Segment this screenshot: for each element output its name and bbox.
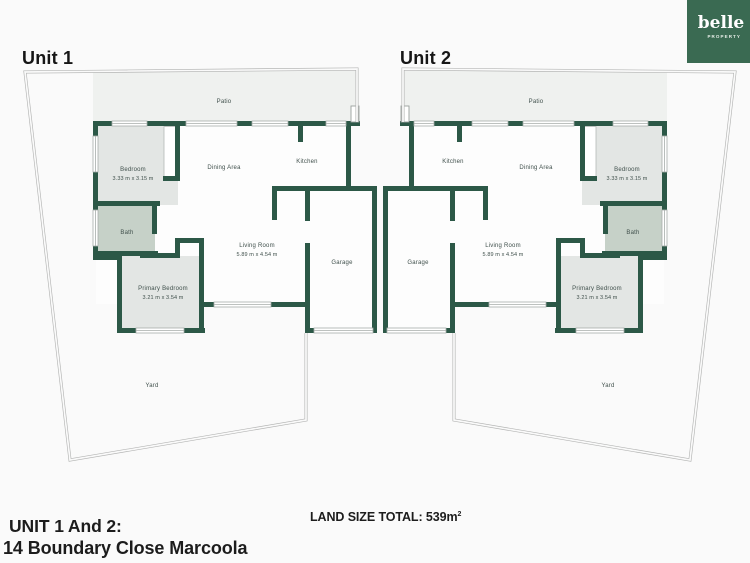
label-garage-unit1: Garage	[331, 260, 353, 267]
label-living-unit1: Living Room 5.89 m x 4.54 m	[237, 243, 278, 259]
living-dimensions: 5.89 m x 4.54 m	[482, 252, 524, 259]
unit2-plan-geometry	[381, 67, 737, 462]
unit2-title: Unit 2	[400, 48, 452, 68]
land-size-total: LAND SIZE TOTAL: 539m2	[310, 510, 461, 524]
belle-property-logo: belle PROPERTY	[687, 0, 750, 63]
primary-bedroom-dimensions: 3.21 m x 3.54 m	[142, 295, 184, 302]
primary-bedroom-name: Primary Bedroom	[572, 285, 622, 292]
bedroom-dimensions: 3.33 m x 3.15 m	[112, 176, 154, 183]
label-bedroom-unit2: Bedroom 3.33 m x 3.15 m	[607, 167, 648, 183]
footer-address: 14 Boundary Close Marcoola	[3, 538, 248, 558]
primary-bedroom-name: Primary Bedroom	[138, 285, 188, 292]
label-bath-unit2: Bath	[626, 230, 640, 237]
label-patio-unit1: Patio	[216, 99, 232, 106]
label-garage-unit2: Garage	[407, 260, 429, 267]
label-living-unit2: Living Room 5.89 m x 4.54 m	[483, 243, 524, 259]
logo-brand-text: belle	[697, 13, 745, 33]
label-bath-unit1: Bath	[120, 230, 134, 237]
label-dining-unit2: Dining Area	[519, 165, 553, 172]
footer-units-title: UNIT 1 And 2:	[9, 516, 122, 536]
label-yard-unit1: Yard	[145, 383, 159, 390]
label-yard-unit2: Yard	[601, 383, 615, 390]
bedroom-name: Bedroom	[614, 166, 640, 173]
label-primary-bedroom-unit2: Primary Bedroom 3.21 m x 3.54 m	[572, 286, 622, 302]
living-name: Living Room	[239, 242, 275, 249]
label-primary-bedroom-unit1: Primary Bedroom 3.21 m x 3.54 m	[138, 286, 188, 302]
unit1-plan-geometry	[23, 67, 377, 462]
label-kitchen-unit2: Kitchen	[442, 159, 464, 166]
bedroom-dimensions: 3.33 m x 3.15 m	[606, 176, 648, 183]
land-size-superscript: 2	[457, 510, 462, 518]
unit1-title: Unit 1	[22, 48, 74, 68]
label-kitchen-unit1: Kitchen	[296, 159, 318, 166]
bedroom-name: Bedroom	[120, 166, 146, 173]
land-size-text: LAND SIZE TOTAL: 539m	[310, 510, 458, 524]
primary-bedroom-dimensions: 3.21 m x 3.54 m	[576, 295, 618, 302]
living-name: Living Room	[485, 242, 521, 249]
label-dining-unit1: Dining Area	[207, 165, 241, 172]
logo-subtitle-text: PROPERTY	[707, 34, 741, 39]
living-dimensions: 5.89 m x 4.54 m	[236, 252, 278, 259]
label-bedroom-unit1: Bedroom 3.33 m x 3.15 m	[113, 167, 154, 183]
label-patio-unit2: Patio	[528, 99, 544, 106]
